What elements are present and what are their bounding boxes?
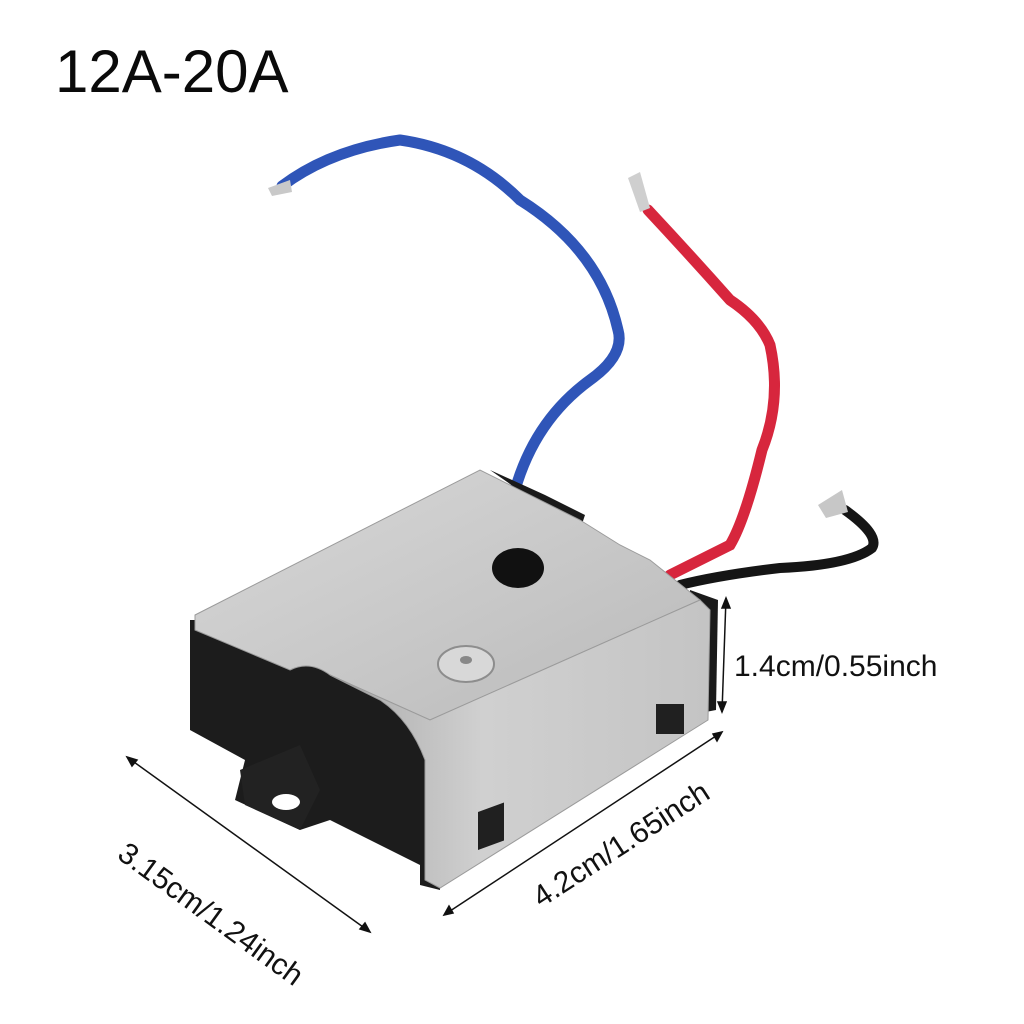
metal-cover (194, 469, 711, 889)
dimension-arrows (125, 595, 732, 934)
adjustment-hole (492, 548, 544, 588)
wire-black (675, 490, 879, 590)
product-title: 12A-20A (55, 38, 289, 105)
wire-blue (268, 134, 625, 496)
slot-right (656, 704, 684, 734)
dimension-height-label: 1.4cm/0.55inch (734, 650, 938, 683)
mounting-hole (272, 794, 300, 810)
slot-left (478, 802, 504, 851)
wire-red (628, 172, 780, 581)
